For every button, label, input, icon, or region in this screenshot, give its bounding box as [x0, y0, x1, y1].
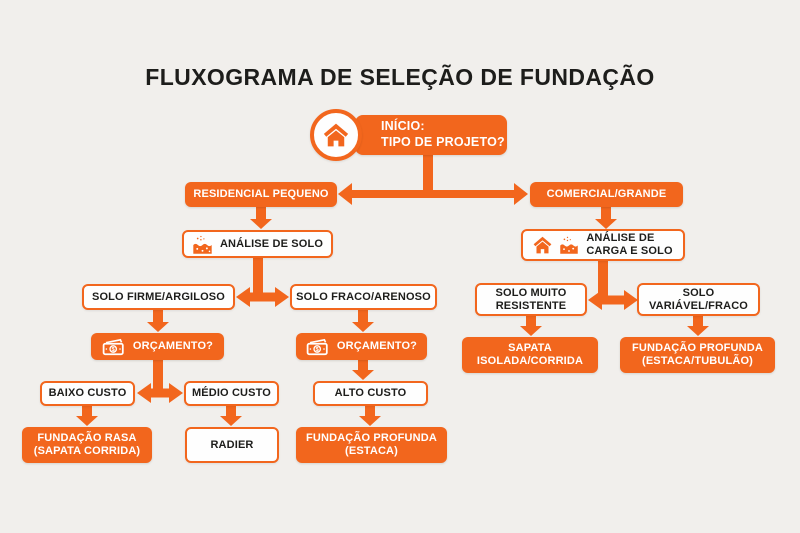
node-orcamento-direita: $ ORÇAMENTO?: [296, 333, 427, 360]
node-label: MÉDIO CUSTO: [191, 387, 272, 400]
arrow-solofraco-to-orcamento: [352, 309, 374, 332]
node-solo-firme-argiloso: SOLO FIRME/ARGILOSO: [82, 284, 235, 310]
node-label: FUNDAÇÃO RASA: [37, 432, 137, 445]
arrow-medio-to-radier: [220, 405, 242, 426]
node-orcamento-esquerda: $ ORÇAMENTO?: [91, 333, 224, 360]
svg-text:$: $: [316, 346, 320, 352]
arrow-analisecarga-to-solos: [588, 260, 638, 310]
node-label: (ESTACA/TUBULÃO): [642, 355, 753, 367]
arrow-analise-to-solos: [236, 257, 289, 307]
house-icon: [323, 123, 349, 147]
arrow-residencial-to-analise: [250, 206, 272, 229]
node-solo-fraco-arenoso: SOLO FRACO/ARENOSO: [290, 284, 437, 310]
node-label: INÍCIO:: [381, 119, 425, 134]
node-alto-custo: ALTO CUSTO: [313, 381, 428, 406]
arrow-solofirme-to-orcamento: [147, 309, 169, 332]
node-label: ORÇAMENTO?: [132, 340, 214, 353]
node-solo-variavel-fraco: SOLO VARIÁVEL/FRACO: [637, 283, 760, 316]
node-analise-carga-e-solo: ANÁLISE DE CARGA E SOLO: [521, 229, 685, 261]
arrow-resistente-to-sapata: [520, 315, 542, 336]
node-label: BAIXO CUSTO: [48, 387, 127, 400]
money-banknote-icon: $: [306, 338, 328, 355]
node-label: SOLO FIRME/ARGILOSO: [91, 290, 226, 303]
node-label: ISOLADA/CORRIDA: [476, 355, 584, 367]
node-label: ORÇAMENTO?: [336, 340, 418, 353]
arrow-baixo-to-rasa: [76, 405, 98, 426]
node-comercial-grande: COMERCIAL/GRANDE: [530, 182, 683, 207]
page-title: FLUXOGRAMA DE SELEÇÃO DE FUNDAÇÃO: [145, 64, 655, 90]
node-label: FUNDAÇÃO PROFUNDA: [306, 432, 437, 445]
node-label: (ESTACA): [345, 445, 398, 457]
node-label: ALTO CUSTO: [334, 387, 407, 400]
node-label: CARGA E SOLO: [586, 245, 673, 257]
house-icon: [533, 236, 552, 254]
arrow-orcamento-to-alto: [352, 358, 374, 380]
node-radier: RADIER: [185, 427, 279, 463]
node-label: SAPATA: [508, 342, 552, 355]
arrow-alto-to-profunda: [359, 405, 381, 426]
soil-analysis-icon: [560, 236, 579, 254]
arrow-variavel-to-profunda: [687, 315, 709, 336]
svg-text:$: $: [112, 346, 116, 352]
node-baixo-custo: BAIXO CUSTO: [40, 381, 135, 406]
node-sapata-isolada-corrida: SAPATA ISOLADA/CORRIDA: [462, 337, 598, 373]
node-label: RADIER: [210, 438, 254, 451]
node-label: FUNDAÇÃO PROFUNDA: [632, 342, 763, 355]
node-label: RESIDENCIAL PEQUENO: [193, 188, 329, 201]
money-banknote-icon: $: [102, 338, 124, 355]
node-label: SOLO FRACO/ARENOSO: [296, 290, 431, 303]
node-label: SOLO: [682, 286, 715, 299]
soil-analysis-icon: [193, 235, 212, 254]
arrow-comercial-to-analise: [595, 206, 617, 229]
node-fundacao-profunda-estaca: FUNDAÇÃO PROFUNDA (ESTACA): [296, 427, 447, 463]
start-house-badge: [310, 109, 362, 161]
node-medio-custo: MÉDIO CUSTO: [184, 381, 279, 406]
node-fundacao-rasa: FUNDAÇÃO RASA (SAPATA CORRIDA): [22, 427, 152, 463]
node-residencial-pequeno: RESIDENCIAL PEQUENO: [185, 182, 337, 207]
node-label: SOLO MUITO: [495, 286, 567, 299]
node-label: (SAPATA CORRIDA): [33, 445, 141, 457]
node-label: COMERCIAL/GRANDE: [546, 188, 667, 201]
node-label: RESISTENTE: [495, 299, 567, 312]
node-inicio: INÍCIO: TIPO DE PROJETO?: [355, 115, 507, 155]
node-analise-de-solo: ANÁLISE DE SOLO: [182, 230, 333, 258]
node-label: TIPO DE PROJETO?: [381, 135, 505, 149]
node-label: ANÁLISE DE SOLO: [219, 237, 324, 250]
node-fundacao-profunda-tubulao: FUNDAÇÃO PROFUNDA (ESTACA/TUBULÃO): [620, 337, 775, 373]
node-solo-muito-resistente: SOLO MUITO RESISTENTE: [475, 283, 587, 316]
arrow-start-to-branches: [338, 152, 528, 205]
node-label: ANÁLISE DE: [586, 232, 655, 245]
node-label: VARIÁVEL/FRACO: [648, 299, 749, 312]
arrow-orcamento-to-custos: [137, 358, 183, 403]
